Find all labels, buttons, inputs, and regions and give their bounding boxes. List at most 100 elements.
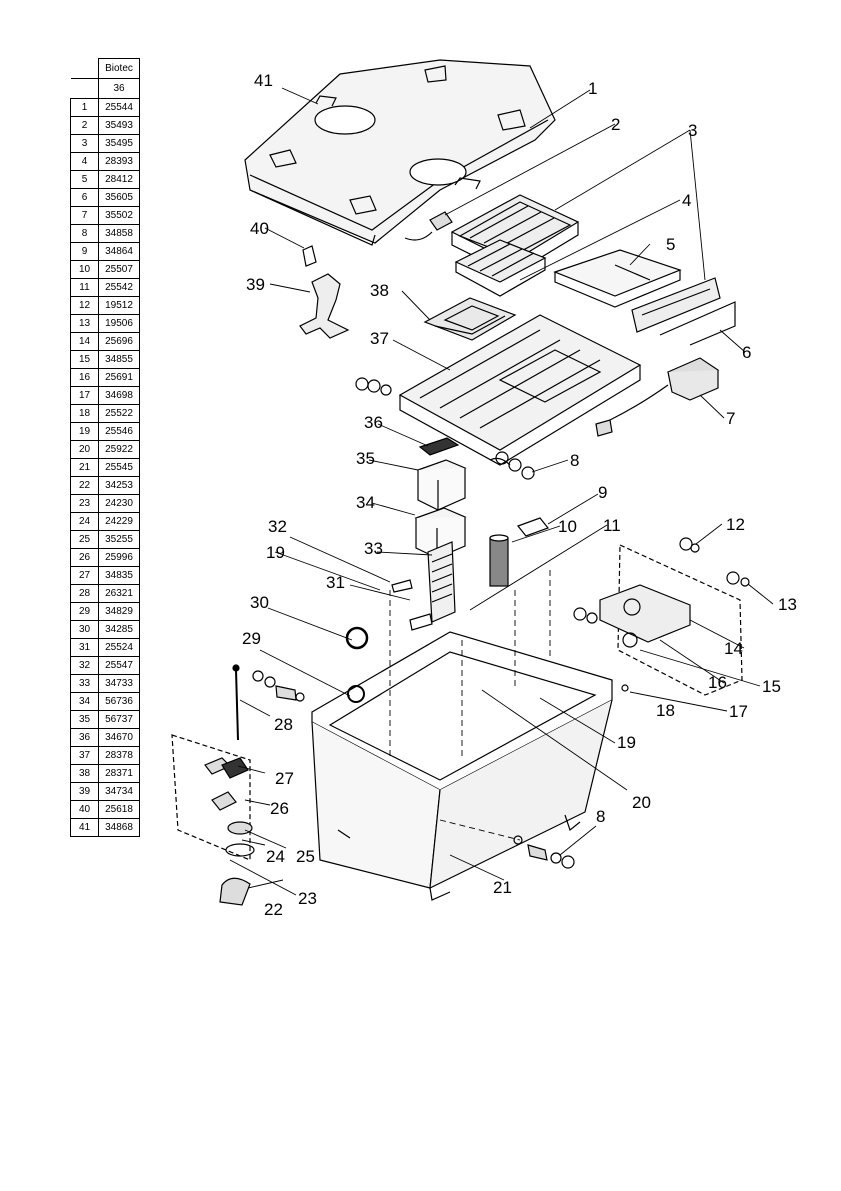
header-model-name: Biotec [105,62,133,74]
article-code-cell: 34734 [98,782,140,801]
callout-39: 39 [246,275,265,294]
callout-29: 29 [242,629,261,648]
table-header-row-2: 36 [70,78,140,99]
side-panel-part [631,277,736,346]
callout-15: 15 [762,677,781,696]
callout-19-lower: 19 [617,733,636,752]
callout-12: 12 [726,515,745,534]
callout-18: 18 [656,701,675,720]
foam-block-35 [416,459,467,511]
callout-35: 35 [356,449,375,468]
callout-19-upper: 19 [266,543,285,562]
callout-9: 9 [598,483,607,502]
callout-14: 14 [724,639,743,658]
callout-1: 1 [588,79,597,98]
table-header-row: Biotec [70,58,140,79]
clip-part [302,245,317,267]
outlet-connector-part [513,835,575,869]
assembly-guide-lines [389,570,551,841]
large-tray-part [398,314,642,466]
article-code-cell: 34868 [98,818,140,837]
callout-34: 34 [356,493,375,512]
callout-8: 8 [570,451,579,470]
outlet-assembly [171,734,255,906]
callout-40: 40 [250,219,269,238]
callout-5: 5 [666,235,675,254]
callout-8-lower: 8 [596,807,605,826]
filter-grid-part [427,541,456,623]
callout-31: 31 [326,573,345,592]
stand-part [299,273,350,339]
callout-7: 7 [726,409,735,428]
callout-4: 4 [682,191,691,210]
bracket-part [517,517,549,537]
callout-26: 26 [270,799,289,818]
callout-11: 11 [603,516,621,535]
callout-2: 2 [611,115,620,134]
callout-36: 36 [364,413,383,432]
connector-rings-right [495,451,535,480]
callout-23: 23 [298,889,317,908]
article-code-cell: 25691 [98,368,140,387]
callout-32: 32 [268,517,287,536]
uvc-tube-part [489,534,509,587]
callout-33: 33 [364,539,383,558]
callout-3: 3 [688,121,697,140]
callout-16: 16 [708,673,727,692]
basket-part [423,297,517,341]
callout-6: 6 [742,343,751,362]
grate-part [454,239,547,297]
filter-pad-part [553,249,682,308]
callout-25: 25 [296,847,315,866]
top-cap-part [418,437,460,456]
connector-rings-left [355,377,392,396]
callout-41: 41 [254,71,273,90]
rod-part [232,664,305,741]
callout-20: 20 [632,793,651,812]
article-code-cell: 34253 [98,476,140,495]
callout-21: 21 [493,878,512,897]
transformer-part [595,357,720,437]
callout-labels: 1 2 3 4 5 6 7 8 9 10 11 12 13 14 15 16 1… [242,71,797,919]
callout-13: 13 [778,595,797,614]
side-box-part [573,537,750,696]
callout-28: 28 [274,715,293,734]
leader-lines [229,87,774,896]
callout-37: 37 [370,329,389,348]
callout-38: 38 [370,281,389,300]
callout-27: 27 [275,769,294,788]
article-code-cell: 25522 [98,404,140,423]
lid-part [244,59,556,246]
valve-part [404,211,453,241]
callout-30: 30 [250,593,269,612]
